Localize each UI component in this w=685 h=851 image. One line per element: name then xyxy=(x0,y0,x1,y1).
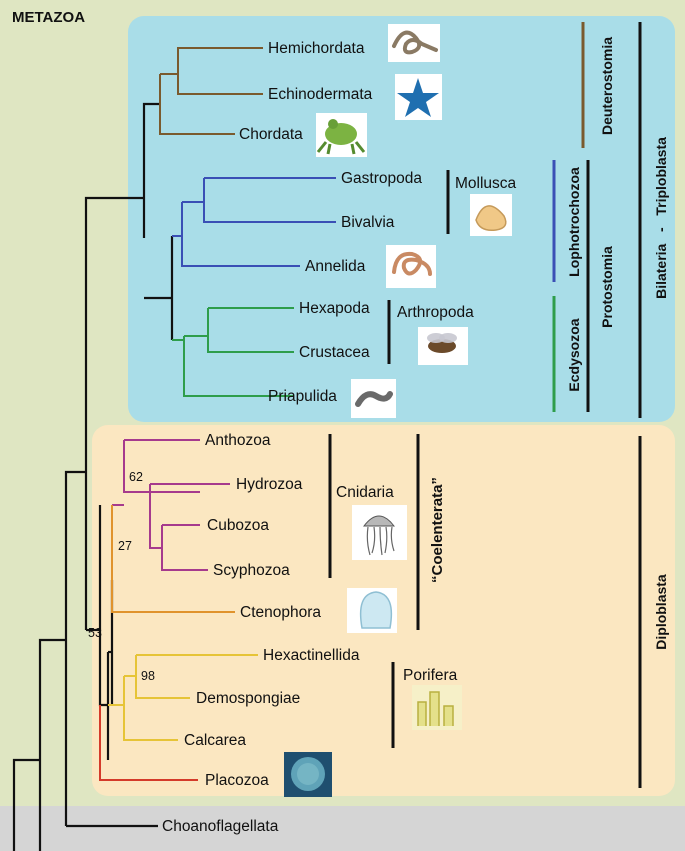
taxon-chordata: Chordata xyxy=(239,126,303,143)
porifera-branches xyxy=(108,654,258,741)
taxon-bivalvia: Bivalvia xyxy=(341,214,395,231)
outgroup-panel xyxy=(0,806,685,851)
bootstrap-62: 62 xyxy=(129,470,143,484)
bilateria-panel xyxy=(128,16,675,422)
acorn-worm-icon xyxy=(388,24,440,62)
group-mollusca: Mollusca xyxy=(455,175,517,192)
group-deuterostomia: Deuterostomia xyxy=(599,37,615,135)
trunk-branches xyxy=(12,102,174,851)
starfish-icon xyxy=(395,74,442,120)
group-bars xyxy=(328,22,642,788)
taxon-hemichordata: Hemichordata xyxy=(268,40,365,57)
group-protostomia: Protostomia xyxy=(599,246,615,328)
group-bilateria-triploblasta: Bilateria - Triploblasta xyxy=(653,137,669,299)
fly-icon xyxy=(418,327,468,365)
ecdysozoa-branches xyxy=(172,307,294,397)
deuterostome-branches xyxy=(159,47,263,135)
snail-shell-icon xyxy=(470,194,512,236)
group-diploblasta: Diploblasta xyxy=(653,574,669,650)
bootstrap-98: 98 xyxy=(141,669,155,683)
frog-icon xyxy=(316,113,367,157)
sponge-icon xyxy=(412,685,462,730)
taxon-ctenophora: Ctenophora xyxy=(240,604,321,621)
placozoa-branch xyxy=(99,705,198,781)
taxon-crustacea: Crustacea xyxy=(299,344,370,361)
taxon-hexapoda: Hexapoda xyxy=(299,300,370,317)
group-cnidaria: Cnidaria xyxy=(336,484,394,501)
group-coelenterata: “Coelenterata” xyxy=(429,477,446,583)
bootstrap-27: 27 xyxy=(118,539,132,553)
cnidaria-branches xyxy=(112,439,230,571)
group-lophotrochozoa: Lophotrochozoa xyxy=(566,167,582,277)
taxon-placozoa: Placozoa xyxy=(205,772,269,789)
lophotrochozoa-branches xyxy=(172,177,336,267)
earthworm-icon xyxy=(386,245,436,288)
group-porifera: Porifera xyxy=(403,667,458,684)
ctenophora-branch xyxy=(111,505,235,613)
taxon-scyphozoa: Scyphozoa xyxy=(213,562,290,579)
taxon-priapulida: Priapulida xyxy=(268,388,337,405)
group-ecdysozoa: Ecdysozoa xyxy=(566,318,582,391)
taxon-calcarea: Calcarea xyxy=(184,732,246,749)
metazoa-title: METAZOA xyxy=(12,9,85,26)
taxon-hexactinellida: Hexactinellida xyxy=(263,647,360,664)
taxon-hydrozoa: Hydrozoa xyxy=(236,476,303,493)
taxon-demospongiae: Demospongiae xyxy=(196,690,300,707)
bootstrap-53: 53 xyxy=(88,626,102,640)
placozoan-icon xyxy=(284,752,332,797)
taxon-cubozoa: Cubozoa xyxy=(207,517,269,534)
group-arthropoda: Arthropoda xyxy=(397,304,474,321)
jellyfish-icon xyxy=(352,505,407,560)
taxon-annelida: Annelida xyxy=(305,258,366,275)
taxon-anthozoa: Anthozoa xyxy=(205,432,271,449)
taxon-gastropoda: Gastropoda xyxy=(341,170,422,187)
ctenophore-icon xyxy=(347,588,397,633)
priapulid-worm-icon xyxy=(351,379,396,418)
taxon-choanoflagellata: Choanoflagellata xyxy=(162,818,279,835)
taxon-echinodermata: Echinodermata xyxy=(268,86,373,103)
